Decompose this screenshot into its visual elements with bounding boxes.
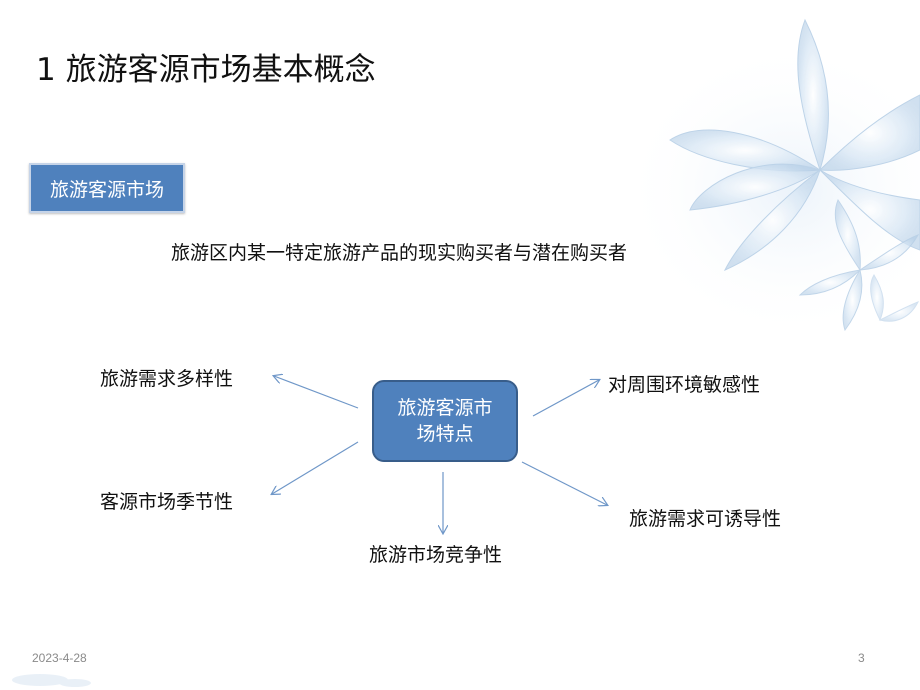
- center-node-line1: 旅游客源市: [397, 397, 493, 419]
- feature-bottom-left: 客源市场季节性: [100, 491, 234, 513]
- feature-bottom-center: 旅游市场竞争性: [369, 544, 503, 566]
- feature-top-right: 对周围环境敏感性: [608, 374, 761, 396]
- term-label: 旅游客源市场: [49, 178, 164, 201]
- feature-top-left: 旅游需求多样性: [100, 368, 234, 390]
- arrow-top-left: [274, 376, 359, 409]
- page-number: 3: [858, 651, 865, 665]
- arrow-top-right: [532, 380, 599, 417]
- slide-title: 1 旅游客源市场基本概念: [36, 52, 376, 88]
- arrow-bottom-left: [272, 441, 359, 494]
- center-node-line2: 场特点: [416, 423, 474, 445]
- arrow-bottom-right: [521, 461, 607, 505]
- center-node: 旅游客源市 场特点: [372, 380, 518, 462]
- definition-text: 旅游区内某一特定旅游产品的现实购买者与潜在购买者: [171, 242, 628, 264]
- feature-bottom-right: 旅游需求可诱导性: [629, 508, 782, 530]
- term-box: 旅游客源市场: [29, 163, 185, 213]
- footer-date: 2023-4-28: [32, 651, 87, 665]
